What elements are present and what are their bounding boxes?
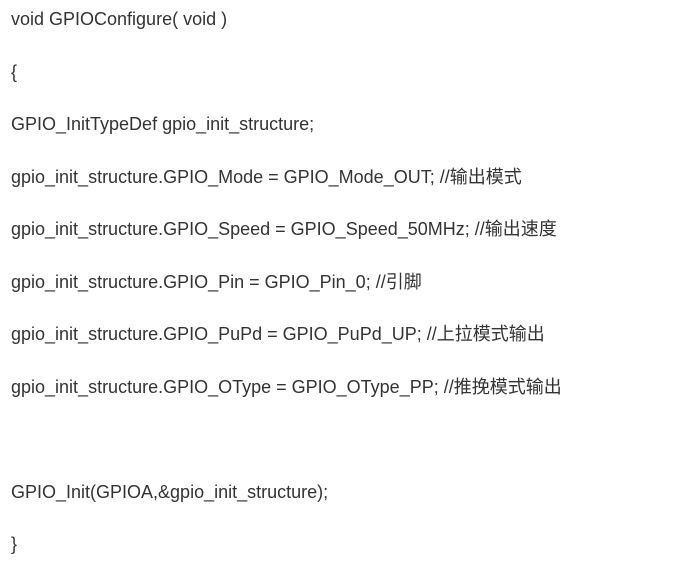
code-line-gpio-otype: gpio_init_structure.GPIO_OType = GPIO_OT… (11, 376, 562, 397)
code-document: void GPIOConfigure( void ) { GPIO_InitTy… (11, 6, 676, 584)
code-line-struct-declaration: GPIO_InitTypeDef gpio_init_structure; (11, 114, 315, 134)
code-line-open-brace: { (11, 61, 18, 82)
code-line-gpio-init-call: GPIO_Init(GPIOA,&gpio_init_structure); (11, 481, 329, 502)
code-line-gpio-pupd: gpio_init_structure.GPIO_PuPd = GPIO_PuP… (11, 324, 545, 344)
code-line-close-brace: } (11, 534, 18, 554)
code-line-gpio-pin: gpio_init_structure.GPIO_Pin = GPIO_Pin_… (11, 271, 422, 292)
code-line-gpio-mode: gpio_init_structure.GPIO_Mode = GPIO_Mod… (11, 166, 522, 187)
code-line-function-signature: void GPIOConfigure( void ) (11, 9, 228, 29)
code-line-blank (11, 426, 676, 452)
code-line-gpio-speed: gpio_init_structure.GPIO_Speed = GPIO_Sp… (11, 219, 557, 239)
